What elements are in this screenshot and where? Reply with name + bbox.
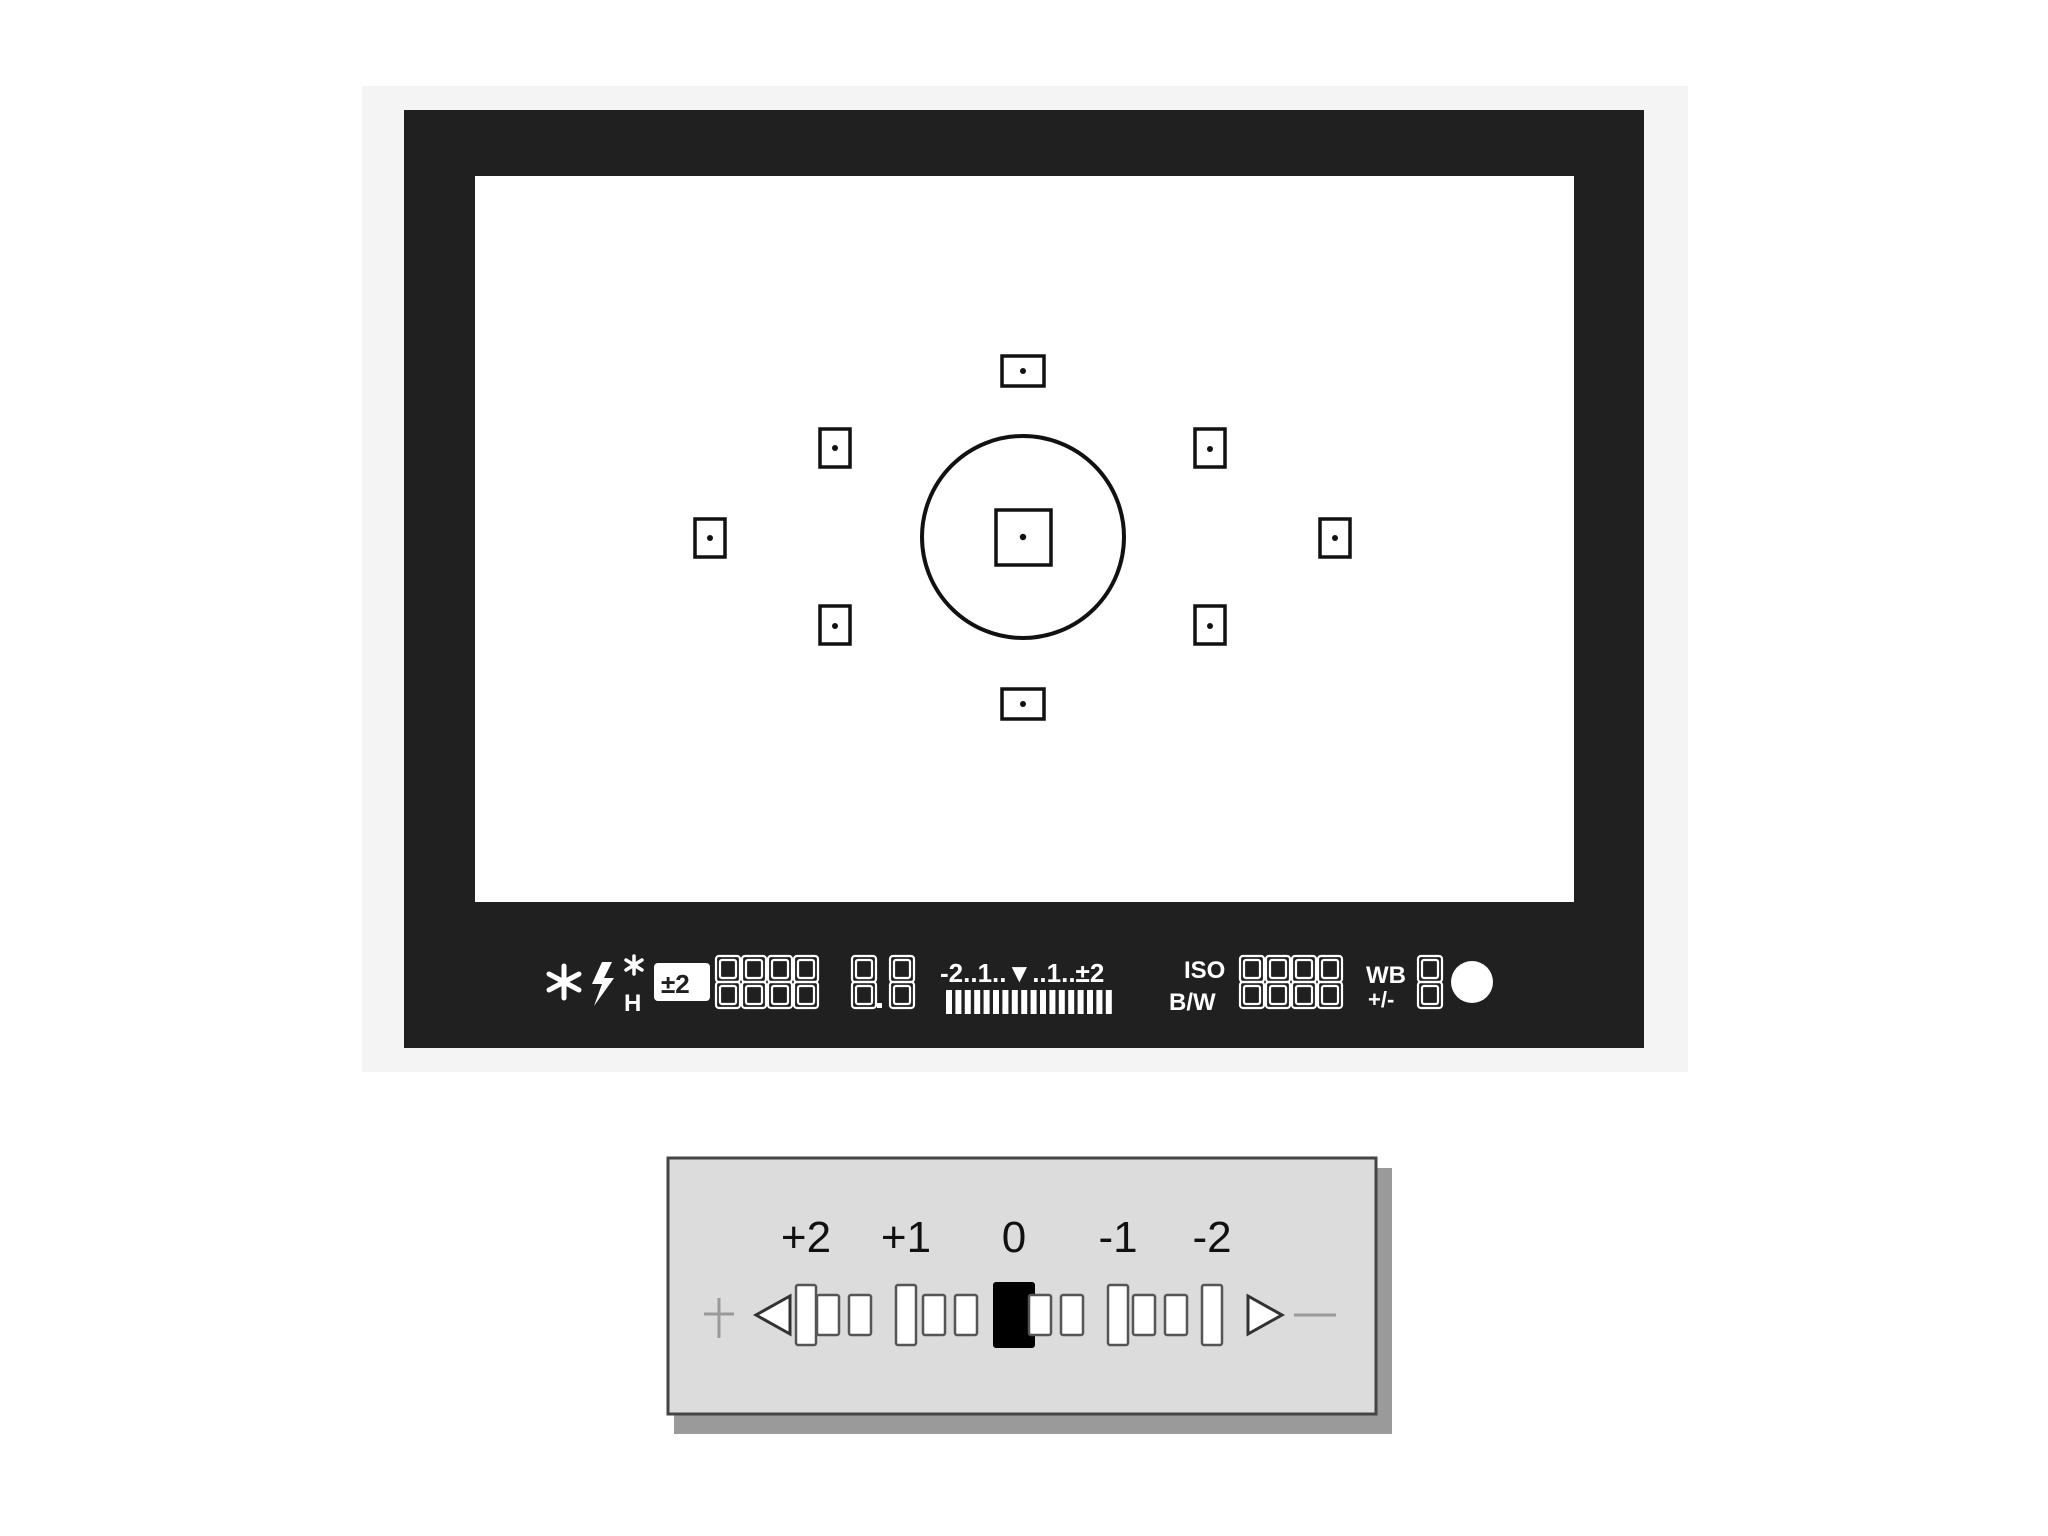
scale-marker-third-stop <box>1131 1293 1157 1337</box>
scale-marker-third-stop <box>921 1293 947 1337</box>
high-speed-sync-letter: H <box>624 990 641 1017</box>
scale-marker-third-stop <box>815 1293 841 1337</box>
focus-confirmation-icon <box>1451 961 1493 1003</box>
flash-exposure-comp-label: ±2 <box>661 969 690 999</box>
meter-bar <box>1002 990 1009 1014</box>
af-point-bottom <box>1000 687 1046 721</box>
shutter-digit-1 <box>740 954 768 1010</box>
flash-ready-icon <box>592 962 614 1006</box>
iso-digit-2 <box>1290 954 1318 1010</box>
shutter-speed-display <box>714 954 820 1010</box>
meter-bar <box>1011 990 1018 1014</box>
af-point-upper-left <box>818 427 852 469</box>
scale-marker-third-stop <box>953 1293 979 1337</box>
scale-label-zero: 0 <box>1002 1213 1026 1262</box>
shutter-digit-0 <box>714 954 742 1010</box>
af-point-top <box>1000 354 1046 388</box>
iso-label: ISO <box>1184 957 1225 984</box>
af-points <box>693 354 1352 721</box>
af-point-lower-left <box>818 604 852 646</box>
scale-marker-stop <box>794 1283 818 1347</box>
meter-bars <box>946 990 1112 1014</box>
iso-display <box>1238 954 1344 1010</box>
af-point-right <box>1318 517 1352 559</box>
scale-marker-third-stop <box>1163 1293 1189 1337</box>
meter-bar <box>1096 990 1103 1014</box>
scale-marker-third-stop <box>1059 1293 1085 1337</box>
af-point-upper-right <box>1193 427 1227 469</box>
aperture-display <box>850 954 916 1010</box>
meter-bar <box>974 990 981 1014</box>
exposure-scale-cells <box>794 1282 1224 1348</box>
wb-plus-minus-label: +/- <box>1368 987 1394 1012</box>
scale-label-minus-1: -1 <box>1098 1213 1137 1262</box>
shutter-digit-3 <box>792 954 820 1010</box>
af-point-left <box>693 517 727 559</box>
scale-marker-stop <box>894 1283 918 1347</box>
meter-bar <box>1030 990 1037 1014</box>
meter-bar <box>1105 990 1112 1014</box>
meter-scale-text: -2..1..▼..1..±2 <box>940 958 1104 988</box>
frames-digit-0 <box>1416 954 1444 1010</box>
flash-exposure-comp-icon: ±2 <box>654 963 710 1001</box>
left-arrow-icon <box>752 1293 792 1337</box>
scale-marker-stop <box>1106 1283 1130 1347</box>
af-point-center <box>994 508 1053 567</box>
scale-marker-third-stop <box>1027 1293 1053 1337</box>
scale-label-plus-2: +2 <box>781 1213 831 1262</box>
aperture-digit-1 <box>888 954 916 1010</box>
scale-label-minus-2: -2 <box>1192 1213 1231 1262</box>
meter-bar <box>983 990 990 1014</box>
exposure-meter: -2..1..▼..1..±2 <box>940 958 1112 1014</box>
scale-label-plus-1: +1 <box>881 1213 931 1262</box>
exposure-scale-panel: +2 +1 0 -1 -2 <box>666 1156 1392 1434</box>
aperture-digit-0 <box>850 954 878 1010</box>
meter-bar <box>1021 990 1028 1014</box>
viewfinder: H ±2 -2..1..▼..1..±2 ISO B/W WB +/- <box>404 110 1644 1048</box>
plus-sign-icon <box>704 1298 734 1338</box>
meter-bar <box>955 990 962 1014</box>
iso-digit-3 <box>1316 954 1344 1010</box>
aperture-decimal-point <box>877 1003 882 1008</box>
meter-bar <box>1049 990 1056 1014</box>
iso-digit-1 <box>1264 954 1292 1010</box>
meter-bar <box>993 990 999 1014</box>
exposure-scale-labels: +2 +1 0 -1 -2 <box>781 1213 1232 1262</box>
spot-metering-circle <box>920 434 1126 640</box>
shutter-digit-2 <box>766 954 794 1010</box>
meter-bar <box>964 990 971 1014</box>
high-speed-sync-icon: H <box>624 954 644 1017</box>
scale-marker-stop <box>1200 1283 1224 1347</box>
bw-label: B/W <box>1169 989 1216 1016</box>
meter-bar <box>946 990 952 1014</box>
meter-bar <box>1058 990 1065 1014</box>
iso-digit-0 <box>1238 954 1266 1010</box>
frames-remaining-display <box>1416 954 1444 1010</box>
wb-label: WB <box>1366 962 1406 989</box>
right-arrow-icon <box>1246 1293 1286 1337</box>
meter-bar <box>1077 990 1084 1014</box>
viewfinder-lcd: H ±2 -2..1..▼..1..±2 ISO B/W WB +/- <box>546 954 1493 1017</box>
af-point-lower-right <box>1193 604 1227 646</box>
meter-bar <box>1040 990 1046 1014</box>
meter-bar <box>1087 990 1093 1014</box>
meter-bar <box>1068 990 1075 1014</box>
scale-marker-third-stop <box>847 1293 873 1337</box>
ae-lock-icon <box>546 963 582 1001</box>
